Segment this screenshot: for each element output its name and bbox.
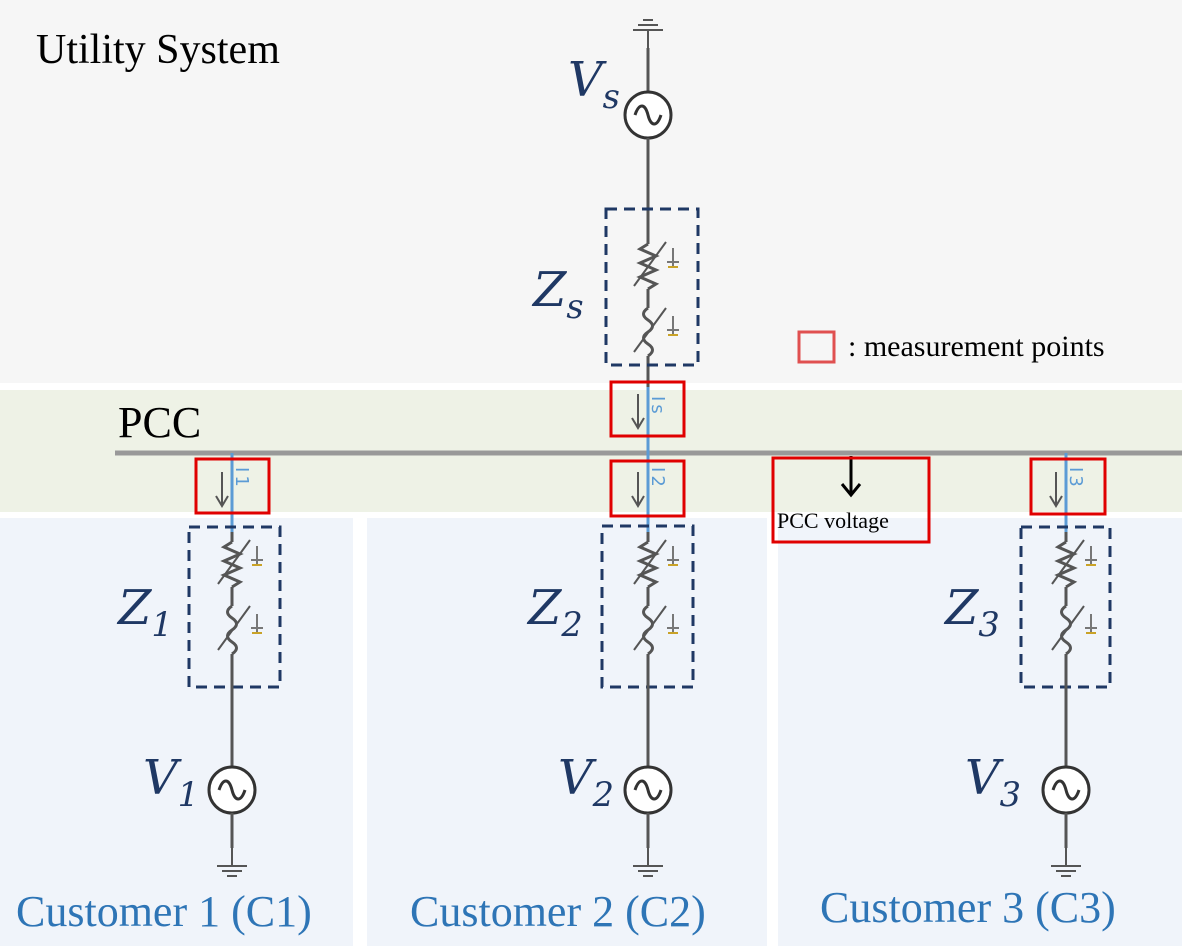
customer-1-measurement-box [194, 457, 271, 515]
customer-2-branch: I2 [600, 453, 695, 877]
customer-2-source-icon [623, 765, 673, 815]
pcc-voltage-label: PCC voltage [777, 508, 889, 533]
customer-3-current-meter-icon [1049, 471, 1063, 507]
customer-2-measurement-box [609, 459, 686, 518]
customer-2-region [367, 518, 767, 946]
customer-1-impedance-icon [216, 530, 265, 668]
utility-region [0, 0, 1182, 383]
source-impedance-label: Zs [533, 262, 584, 326]
customer-3-impedance-label: Z3 [945, 580, 1000, 644]
customer-1-current-meter-icon [215, 471, 229, 507]
source-current-label: Is [647, 396, 668, 414]
customer-2-impedance-icon [632, 530, 681, 668]
customer-3-source-icon [1041, 765, 1091, 815]
customer-2-voltage-label: V2 [558, 750, 615, 814]
source-impedance-box [604, 207, 700, 367]
pcc-voltage-measurement [771, 456, 931, 544]
source-current-meter-icon [631, 393, 645, 429]
customer-3-branch: I3 [1019, 453, 1112, 877]
pcc-label: PCC [118, 398, 202, 447]
legend-measurement-icon [797, 330, 836, 364]
customer-1-branch: I1 [187, 453, 282, 877]
customer-3-measurement-box [1029, 457, 1107, 516]
customer-2-ground-icon [632, 847, 664, 877]
customer-3-impedance-icon [1050, 530, 1099, 668]
customer-3-region [778, 518, 1182, 946]
customer-2-impedance-label: Z2 [528, 580, 583, 644]
customer-1-region [0, 518, 353, 946]
customer-1-source-icon [207, 765, 257, 815]
customer-1-voltage-label: V1 [143, 750, 200, 814]
customer-3-ground-icon [1050, 847, 1082, 877]
customer-3-label: Customer 3 (C3) [820, 883, 1116, 932]
source-vs-icon [623, 90, 673, 140]
utility-system-title: Utility System [36, 27, 280, 73]
source-branch: Is [604, 19, 700, 453]
customer-3-voltage-label: V3 [965, 750, 1022, 814]
customer-1-impedance-label: Z1 [118, 580, 173, 644]
customer-2-current-meter-icon [631, 471, 645, 507]
legend-text: : measurement points [848, 330, 1105, 363]
source-voltage-label: Vs [568, 52, 620, 116]
customer-2-current-label: I2 [647, 467, 668, 487]
source-ground-icon [632, 19, 664, 49]
customer-2-label: Customer 2 (C2) [410, 887, 706, 936]
source-impedance-icon [632, 232, 681, 370]
customer-1-ground-icon [216, 847, 248, 877]
customer-1-current-label: I1 [231, 467, 252, 487]
customer-3-current-label: I3 [1065, 467, 1086, 487]
pcc-voltage-measurement-box [771, 456, 931, 544]
customer-1-impedance-box [187, 525, 282, 689]
customer-1-label: Customer 1 (C1) [16, 887, 312, 936]
source-measurement-box [609, 380, 686, 438]
